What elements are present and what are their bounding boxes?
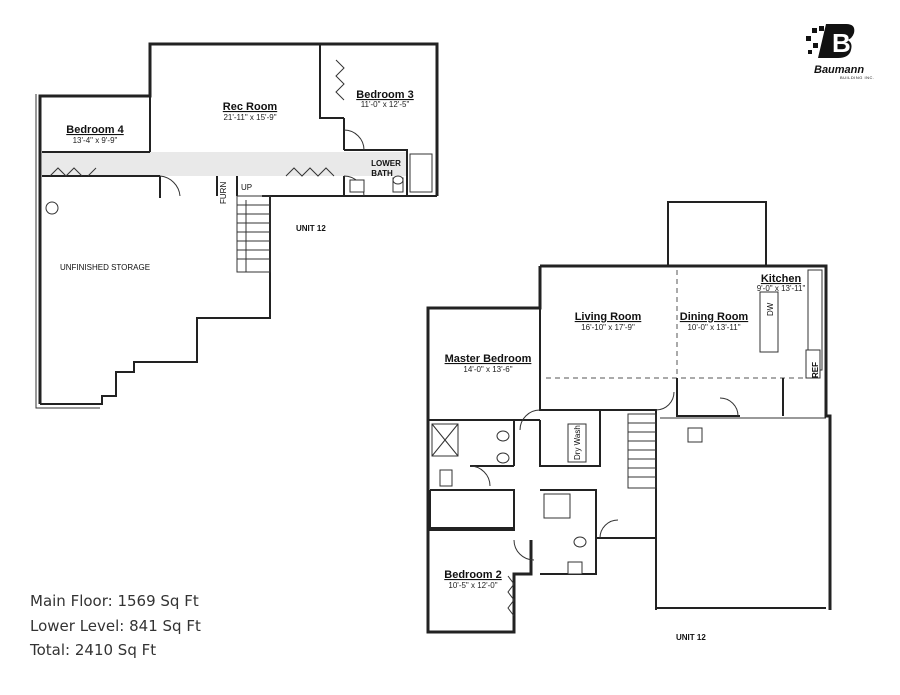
- kitchen-name: Kitchen: [761, 273, 802, 285]
- lower-unit-label: UNIT 12: [296, 224, 326, 233]
- living-room-dims: 16'-10" x 17'-9": [581, 323, 635, 332]
- bedroom-3-dims: 11'-0" x 12'-5": [361, 100, 410, 109]
- hall-bath-sink: [573, 536, 587, 548]
- kitchen-island: [759, 291, 779, 353]
- hall-bath-tub: [543, 493, 571, 519]
- logo-name: Baumann: [814, 64, 864, 76]
- main-floor-sqft: Main Floor: 1569 Sq Ft: [30, 592, 199, 610]
- master-sink-1: [496, 430, 510, 442]
- lower-bath-label-1: LOWER: [371, 159, 401, 168]
- lower-bath-sink: [349, 179, 365, 193]
- storage-label: UNFINISHED STORAGE: [60, 263, 150, 272]
- hall-bath-toilet: [567, 561, 583, 575]
- master-bedroom-name: Master Bedroom: [445, 353, 532, 365]
- master-sink-2: [496, 452, 510, 464]
- logo-subtitle: BUILDING INC.: [840, 75, 875, 80]
- logo-mark-icon: B: [806, 24, 855, 58]
- master-toilet: [439, 469, 453, 487]
- bedroom-2-name: Bedroom 2: [444, 569, 501, 581]
- laundry-label: Dry Wash: [573, 425, 582, 460]
- bedroom-4-name: Bedroom 4: [66, 124, 124, 136]
- washer-dryer: [567, 423, 587, 463]
- dishwasher-label: DW: [766, 302, 775, 316]
- master-bedroom-dims: 14'-0" x 13'-6": [463, 365, 512, 374]
- deck: [667, 201, 767, 267]
- main-stairs: [627, 413, 657, 489]
- refrigerator: [805, 349, 821, 379]
- main-floor-plan: Living Room 16'-10" x 17'-9" Dining Room…: [426, 201, 832, 642]
- total-sqft: Total: 2410 Sq Ft: [30, 641, 157, 659]
- lower-stairs: [236, 195, 271, 273]
- garage-step: [687, 427, 703, 443]
- refrigerator-label: REF: [811, 362, 820, 378]
- furnace-label: FURN: [219, 182, 228, 204]
- lower-hallway: [42, 152, 407, 176]
- lower-level-sqft: Lower Level: 841 Sq Ft: [30, 616, 201, 635]
- stairs-up-label: UP: [241, 183, 252, 192]
- sump-icon: [45, 201, 59, 215]
- lower-bath-label-2: BATH: [371, 169, 393, 178]
- lower-level-plan: Rec Room 21'-11" x 15'-9" Bedroom 3 11'-…: [35, 42, 439, 409]
- logo-letter: B: [832, 28, 851, 58]
- dining-room-dims: 10'-0" x 13'-11": [687, 323, 740, 332]
- lower-bath-tub: [409, 153, 433, 193]
- rec-room-name: Rec Room: [223, 101, 278, 113]
- baumann-logo: B Baumann BUILDING INC.: [806, 24, 875, 80]
- bedroom-2-dims: 10'-5" x 12'-0": [448, 581, 497, 590]
- rec-room-dims: 21'-11" x 15'-9": [223, 113, 276, 122]
- bedroom-4-dims: 13'-4" x 9'-9": [73, 136, 118, 145]
- main-unit-label: UNIT 12: [676, 633, 706, 642]
- dining-room-name: Dining Room: [680, 311, 749, 323]
- bedroom-3-name: Bedroom 3: [356, 89, 413, 101]
- square-footage-summary: Main Floor: 1569 Sq Ft Lower Level: 841 …: [30, 589, 201, 663]
- kitchen-dims: 9'-0" x 13'-11": [757, 284, 806, 293]
- living-room-name: Living Room: [575, 311, 642, 323]
